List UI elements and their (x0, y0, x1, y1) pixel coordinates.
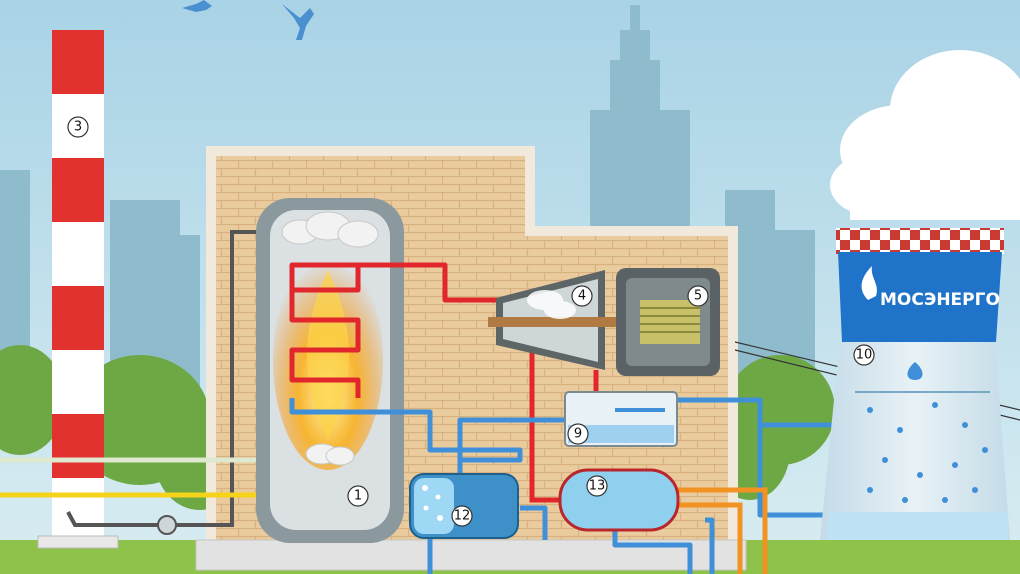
steam-line (289, 262, 500, 398)
heater (558, 468, 680, 532)
steam-line-turbine-to-heater (529, 350, 565, 503)
svg-text:12: 12 (454, 509, 471, 524)
chimney (37, 30, 119, 549)
svg-text:МОСЭНЕРГО: МОСЭНЕРГО (880, 290, 1000, 310)
gazprom-flame-logo (861, 266, 877, 300)
bird-icon (182, 0, 212, 12)
deaerator-label: 12 (451, 505, 473, 527)
cloud (830, 50, 1020, 220)
svg-text:1: 1 (354, 489, 362, 504)
bird-icon (282, 4, 314, 40)
condenser (564, 391, 678, 447)
condenser-label: 9 (567, 423, 589, 445)
svg-text:10: 10 (856, 348, 873, 363)
svg-text:4: 4 (578, 289, 586, 304)
svg-text:3: 3 (74, 120, 82, 135)
cooling-tower (820, 228, 1010, 540)
chimney-label: 3 (67, 116, 89, 138)
generator-label: 5 (687, 285, 709, 307)
generator (616, 268, 720, 376)
boiler (256, 198, 404, 543)
svg-text:13: 13 (589, 479, 606, 494)
svg-text:9: 9 (574, 427, 582, 442)
cooling-tower-label: 10 (853, 344, 875, 366)
feedwater-line (289, 398, 523, 480)
hot-water-line (675, 487, 768, 574)
heater-label: 13 (586, 475, 608, 497)
turbine-label: 4 (571, 285, 593, 307)
mosenergo-logo: МОСЭНЕРГО (861, 266, 1000, 310)
svg-text:5: 5 (694, 289, 702, 304)
return-water-line (427, 505, 715, 574)
boiler-label: 1 (347, 485, 369, 507)
valve-icon (157, 515, 177, 535)
flue-duct (66, 230, 292, 527)
